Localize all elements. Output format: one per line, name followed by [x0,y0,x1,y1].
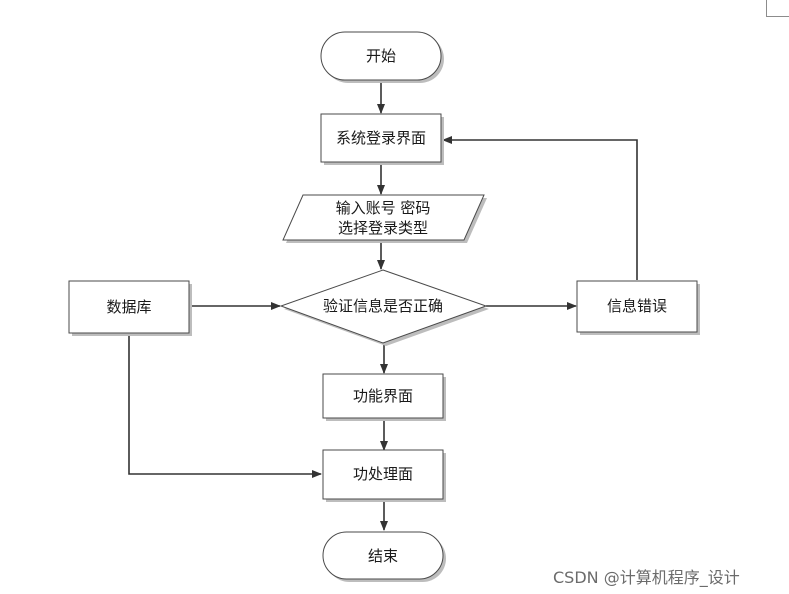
page-corner-mark [766,0,789,17]
node-function-ui-label: 功能界面 [353,387,413,405]
connectors [128,80,638,531]
node-input: 输入账号 密码 选择登录类型 [282,194,487,243]
node-start: 开始 [320,31,444,83]
node-input-line1: 输入账号 密码 [336,199,431,217]
watermark: CSDN @计算机程序_设计 [553,568,740,587]
node-login-label: 系统登录界面 [336,129,426,147]
edge-database-to-process [128,333,322,478]
node-error: 信息错误 [576,280,700,335]
node-function-ui: 功能界面 [322,373,446,421]
node-end-label: 结束 [368,547,398,565]
node-verify: 验证信息是否正确 [279,269,489,346]
node-input-line2: 选择登录类型 [338,219,428,237]
node-verify-label: 验证信息是否正确 [323,297,443,315]
node-process-label: 功处理面 [353,465,413,483]
node-process: 功处理面 [322,449,446,502]
node-end: 结束 [322,531,446,582]
node-login: 系统登录界面 [320,113,444,165]
edge-error-to-login [442,136,638,280]
node-database: 数据库 [68,280,192,336]
node-database-label: 数据库 [106,298,151,316]
node-error-label: 信息错误 [607,297,667,315]
node-start-label: 开始 [366,47,396,65]
